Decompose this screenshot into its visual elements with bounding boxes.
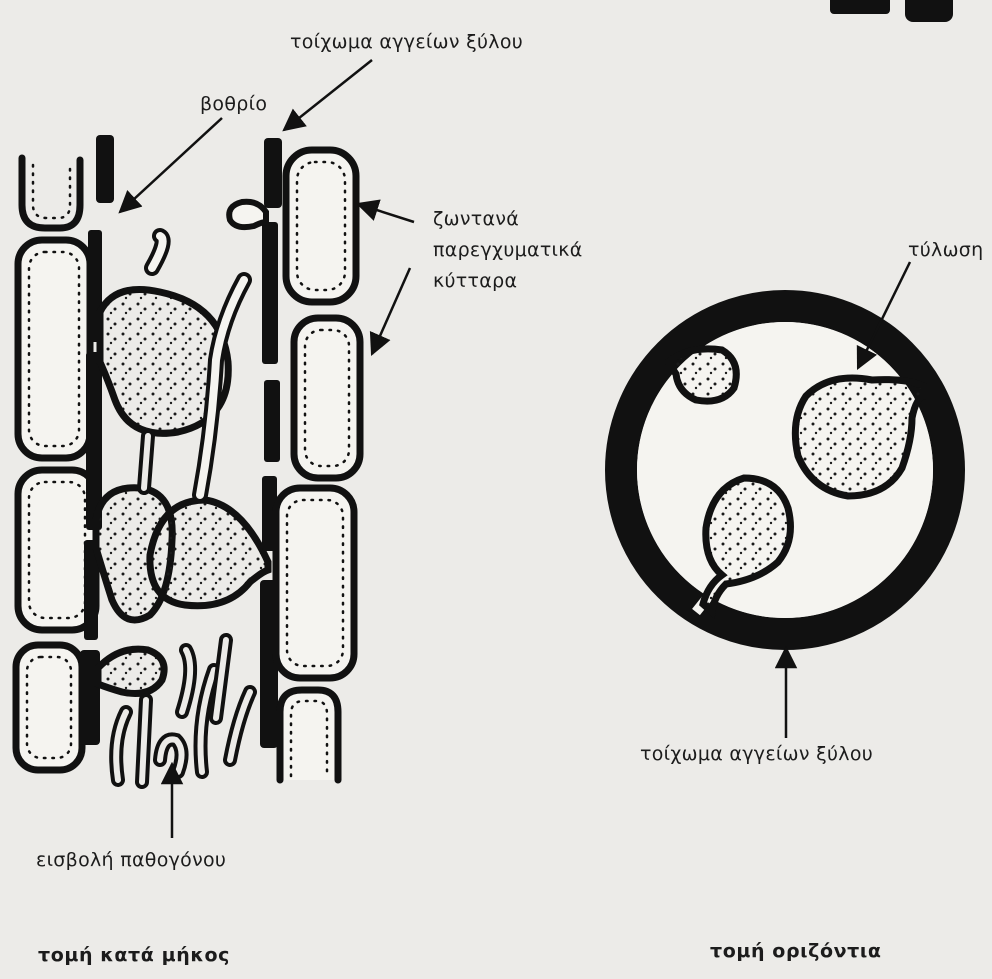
transverse-section bbox=[621, 262, 949, 738]
tylosis-bud bbox=[229, 202, 266, 227]
label-parenchyma-line1: ζωντανά bbox=[433, 207, 519, 231]
longitudinal-section bbox=[16, 60, 414, 838]
caption-transverse-section: τομή οριζόντια bbox=[710, 939, 882, 963]
label-tylosis: τύλωση bbox=[908, 238, 983, 262]
caption-longitudinal-section: τομή κατά μήκος bbox=[38, 943, 230, 967]
parenchyma-cell-right-1 bbox=[286, 150, 356, 302]
tylosis-long-4 bbox=[98, 649, 164, 693]
label-parenchyma-line2: παρεγχυματικά bbox=[433, 238, 583, 262]
parenchyma-cell-right-3 bbox=[276, 488, 354, 678]
arrow-pit bbox=[120, 118, 222, 212]
arrow-parenchyma-2 bbox=[372, 268, 410, 354]
label-pit: βοθρίο bbox=[200, 92, 267, 116]
label-pathogen-entry: εισβολή παθογόνου bbox=[36, 848, 226, 872]
parenchyma-cell-left-1 bbox=[22, 158, 80, 228]
arrow-vessel-wall-top bbox=[284, 60, 372, 130]
arrow-parenchyma-1 bbox=[358, 204, 414, 222]
parenchyma-cell-left-4 bbox=[16, 645, 82, 770]
parenchyma-cell-right-4 bbox=[280, 690, 338, 780]
cropped-heading-fragment-2 bbox=[905, 0, 953, 22]
label-vessel-wall-bottom: τοίχωμα αγγείων ξύλου bbox=[640, 742, 873, 766]
tylosis-long-3 bbox=[150, 500, 268, 606]
parenchyma-cell-right-2 bbox=[294, 318, 360, 478]
label-parenchyma-line3: κύτταρα bbox=[433, 269, 517, 293]
cropped-heading-fragment bbox=[830, 0, 890, 14]
parenchyma-cell-left-2 bbox=[18, 240, 90, 458]
label-vessel-wall-top: τοίχωμα αγγείων ξύλου bbox=[290, 30, 523, 54]
